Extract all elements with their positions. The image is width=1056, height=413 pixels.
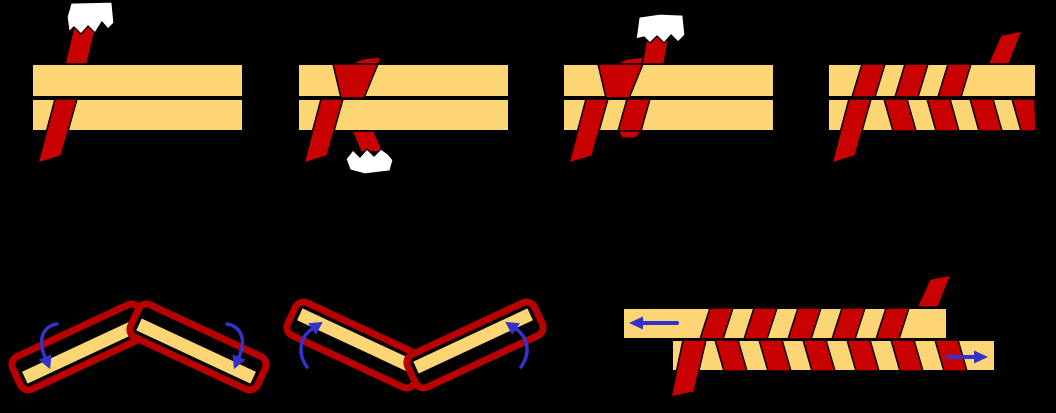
weave-stripe-bottom-2 [758,339,792,372]
step-3-ribbon-up-behind-top [562,13,775,164]
fold-up-motion [283,298,547,392]
rotate-down-arrowhead-left [38,354,52,370]
weave-stripe-top-1 [699,307,734,340]
weave-stripe-bottom-4 [846,339,880,372]
rotate-up-arrow-right [514,327,529,369]
ribbon-segment-front-bottom [303,98,344,164]
ribbon-tail [670,339,707,398]
ribbon-fold-peek-bottom [617,130,642,139]
ribbon-fold-peek [350,56,381,65]
weave-stripe-bottom-3 [969,98,1003,132]
rotate-down-arrowhead-right [232,354,246,370]
rotate-up-arrowhead-left [308,321,323,335]
ribbon-exit-end [916,274,952,308]
ribbon-tail [831,98,872,164]
ribbon-segment-front-bottom [568,98,609,164]
rotate-down-arrow-left [39,322,59,359]
slat-right [133,316,259,386]
torn-ribbon-end [635,13,686,44]
slat-right [410,306,536,376]
ribbon-fold-peek [615,56,646,65]
slat-top [297,63,510,98]
weave-stripe-bottom-1 [883,98,917,132]
weave-stripe-top-4 [831,307,866,340]
step-1-ribbon-under-top-slat [31,1,244,164]
weave-stripe-bottom-4 [1011,98,1037,132]
ribbon-exit-end [987,30,1023,65]
weave-stripe-bottom-2 [926,98,960,132]
ribbon-fold-front [332,63,379,99]
weave-stripe-top-3 [787,307,822,340]
weave-stripe-top-3 [937,63,972,98]
step-2-ribbon-folded-over-top [297,56,510,175]
torn-ribbon-end [66,1,115,35]
slat-top [562,63,775,98]
rotate-up-arrowhead-right [505,321,520,335]
fold-down-motion [8,300,270,394]
weave-stripe-top-5 [875,307,910,340]
ribbon-segment-front-bottom [37,98,78,164]
ribbon-fold-front [597,63,644,99]
weave-stripe-top-2 [743,307,778,340]
weave-stripe-top-1 [851,63,886,98]
slide-left-arrowhead [629,316,643,330]
weave-stripe-top-2 [894,63,929,98]
rotate-down-arrow-right [225,322,245,359]
slat-top [31,63,244,98]
weave-stripe-bottom-5 [890,339,924,372]
slide-apart-motion [622,274,996,398]
torn-ribbon-end [345,148,394,175]
rotate-up-arrow-left [299,327,314,369]
weave-stripe-bottom-3 [802,339,836,372]
slide-right-arrowhead [974,350,988,364]
step-4-completed-weave [827,30,1037,164]
weave-stripe-bottom-1 [714,339,748,372]
